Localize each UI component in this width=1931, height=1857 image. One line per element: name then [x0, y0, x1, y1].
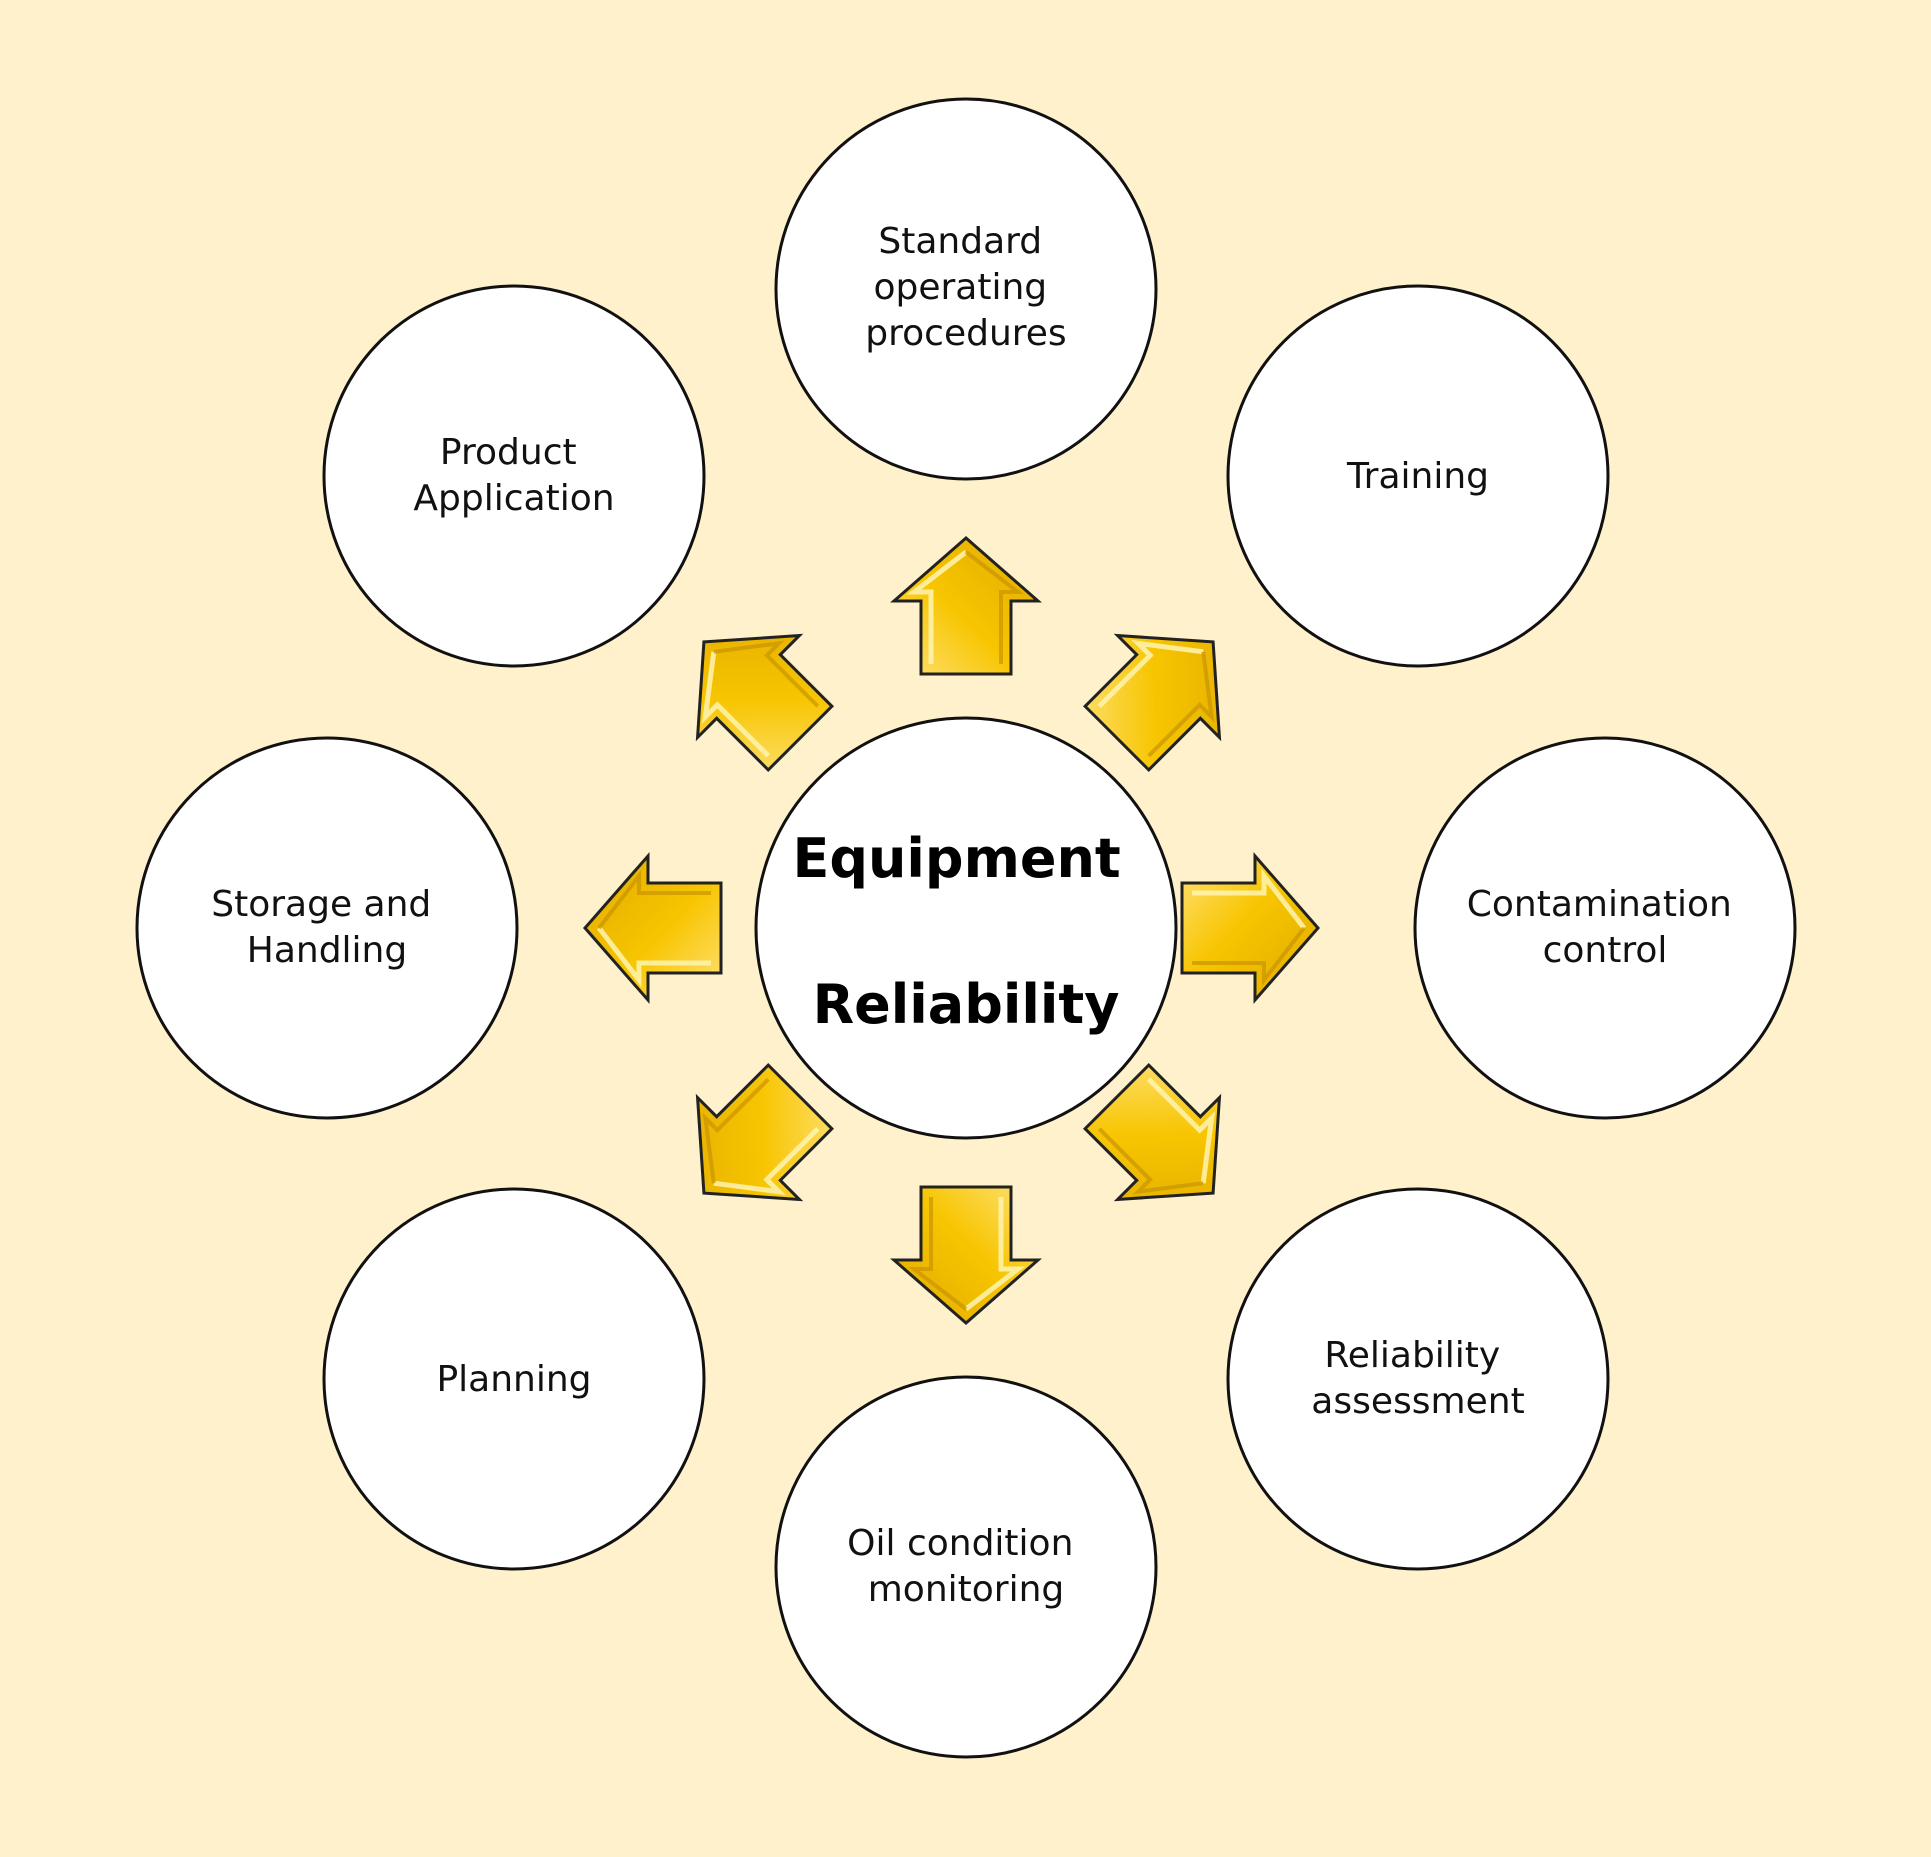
arrow-up-right — [1066, 591, 1264, 789]
node-product-application: Product Application — [322, 284, 706, 668]
node-label: Contamination control — [1467, 884, 1744, 971]
node-contamination: Contamination control — [1413, 736, 1797, 1120]
node-storage: Storage and Handling — [135, 736, 519, 1120]
arrow-right — [1182, 856, 1318, 1000]
arrow-up-left — [653, 591, 851, 789]
node-oil-monitoring: Oil condition monitoring — [774, 1375, 1158, 1759]
node-label: Storage and Handling — [211, 884, 442, 971]
node-circle — [1226, 1187, 1610, 1571]
node-label: Oil condition monitoring — [847, 1523, 1085, 1610]
node-planning: Planning — [322, 1187, 706, 1571]
node-circle — [322, 284, 706, 668]
node-circle — [774, 1375, 1158, 1759]
node-label: Reliability assessment — [1311, 1335, 1524, 1422]
node-label: Planning — [436, 1359, 591, 1400]
node-circle — [322, 1187, 706, 1571]
center-label: Equipment Reliability — [792, 827, 1139, 1036]
node-label: Training — [1346, 456, 1489, 497]
arrow-down — [894, 1187, 1038, 1323]
node-label: Standard operating procedures — [865, 221, 1066, 354]
arrow-left — [585, 856, 721, 1000]
node-reliability-assessment: Reliability assessment — [1226, 1187, 1610, 1571]
node-training: Training — [1226, 284, 1610, 668]
node-circle — [1413, 736, 1797, 1120]
node-label: Product Application — [413, 432, 614, 519]
center-node: Equipment Reliability — [754, 716, 1178, 1140]
node-sop: Standard operating procedures — [774, 97, 1158, 481]
node-circle — [135, 736, 519, 1120]
arrow-up — [894, 538, 1038, 674]
center-circle — [754, 716, 1178, 1140]
node-circle — [1226, 284, 1610, 668]
node-circle — [774, 97, 1158, 481]
